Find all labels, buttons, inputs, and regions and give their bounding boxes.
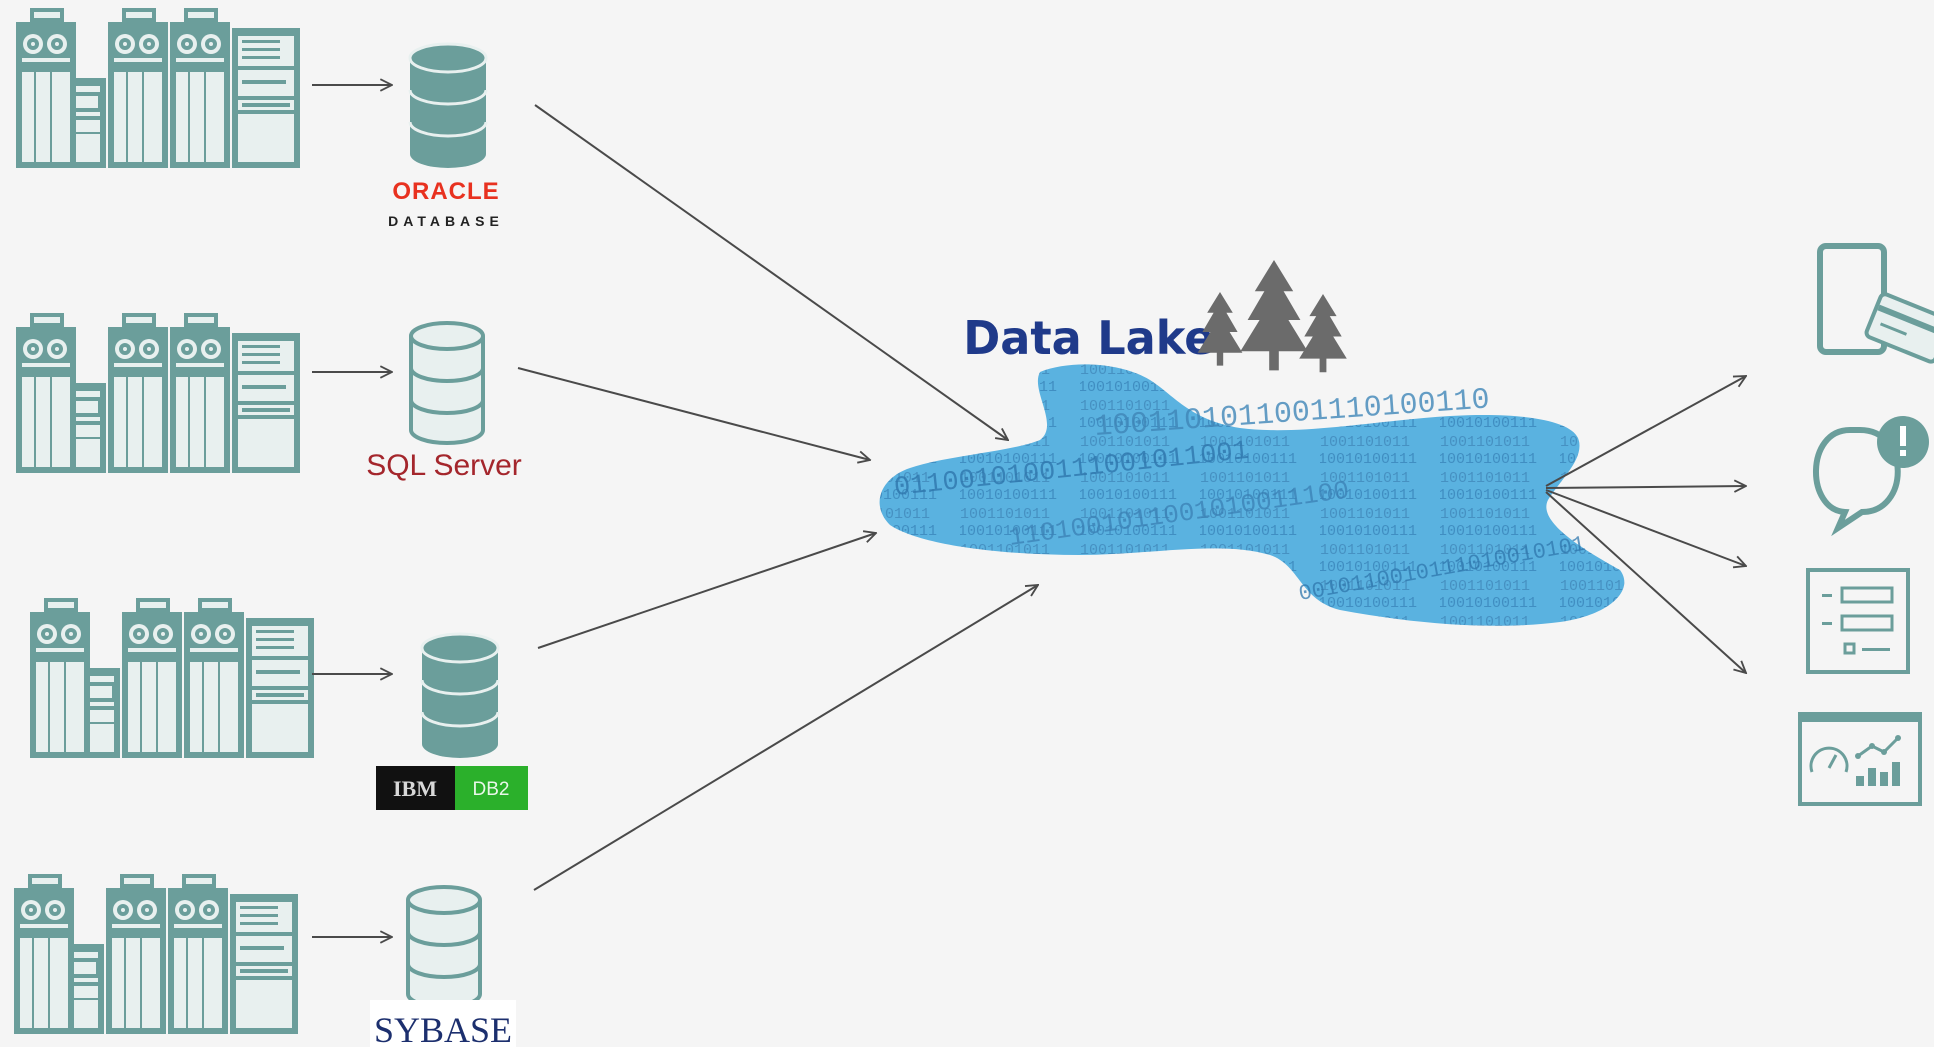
mainframe-server-3 xyxy=(30,598,314,758)
sqlserver-database-icon xyxy=(409,321,485,445)
data-lake-icon: 1001101011001110100110 01100101001110010… xyxy=(879,364,1625,626)
ibm-label: IBM xyxy=(393,776,437,801)
arrow-oracle-to-lake xyxy=(534,104,1008,440)
oracle-label: ORACLE xyxy=(392,178,499,205)
arrow-lake-to-dashboard xyxy=(1545,491,1746,673)
sybase-logo: SYBASE xyxy=(370,1000,516,1047)
mobile-card-icon xyxy=(1817,243,1934,364)
oracle-logo: ORACLE DATABASE xyxy=(388,178,504,229)
lake-shape xyxy=(879,364,1625,626)
arrow-lake-to-chat xyxy=(1545,486,1746,488)
sybase-database-icon xyxy=(406,885,482,1009)
data-lake-title: Data Lake xyxy=(963,311,1214,365)
dashboard-chart-icon xyxy=(1798,712,1922,806)
oracle-sublabel: DATABASE xyxy=(388,213,504,229)
db2-label: DB2 xyxy=(473,779,510,800)
mainframe-server-1 xyxy=(16,8,300,168)
db2-database-icon xyxy=(420,632,500,760)
ibm-db2-logo: IBM DB2 xyxy=(376,766,528,810)
chat-alert-icon xyxy=(1813,416,1929,537)
mainframe-server-2 xyxy=(16,313,300,473)
arrow-lake-to-mobile xyxy=(1545,376,1746,487)
arrow-sybase-to-lake xyxy=(533,585,1038,891)
oracle-database-icon xyxy=(408,42,488,170)
arrow-lake-to-form xyxy=(1545,489,1746,566)
form-list-icon xyxy=(1806,568,1910,674)
arrow-sqlserver-to-lake xyxy=(517,367,870,460)
sqlserver-label: SQL Server xyxy=(366,449,522,482)
arrow-db2-to-lake xyxy=(537,533,876,649)
trees-icon xyxy=(1197,260,1347,373)
sybase-label: SYBASE xyxy=(374,1010,512,1047)
mainframe-server-4 xyxy=(14,874,298,1034)
